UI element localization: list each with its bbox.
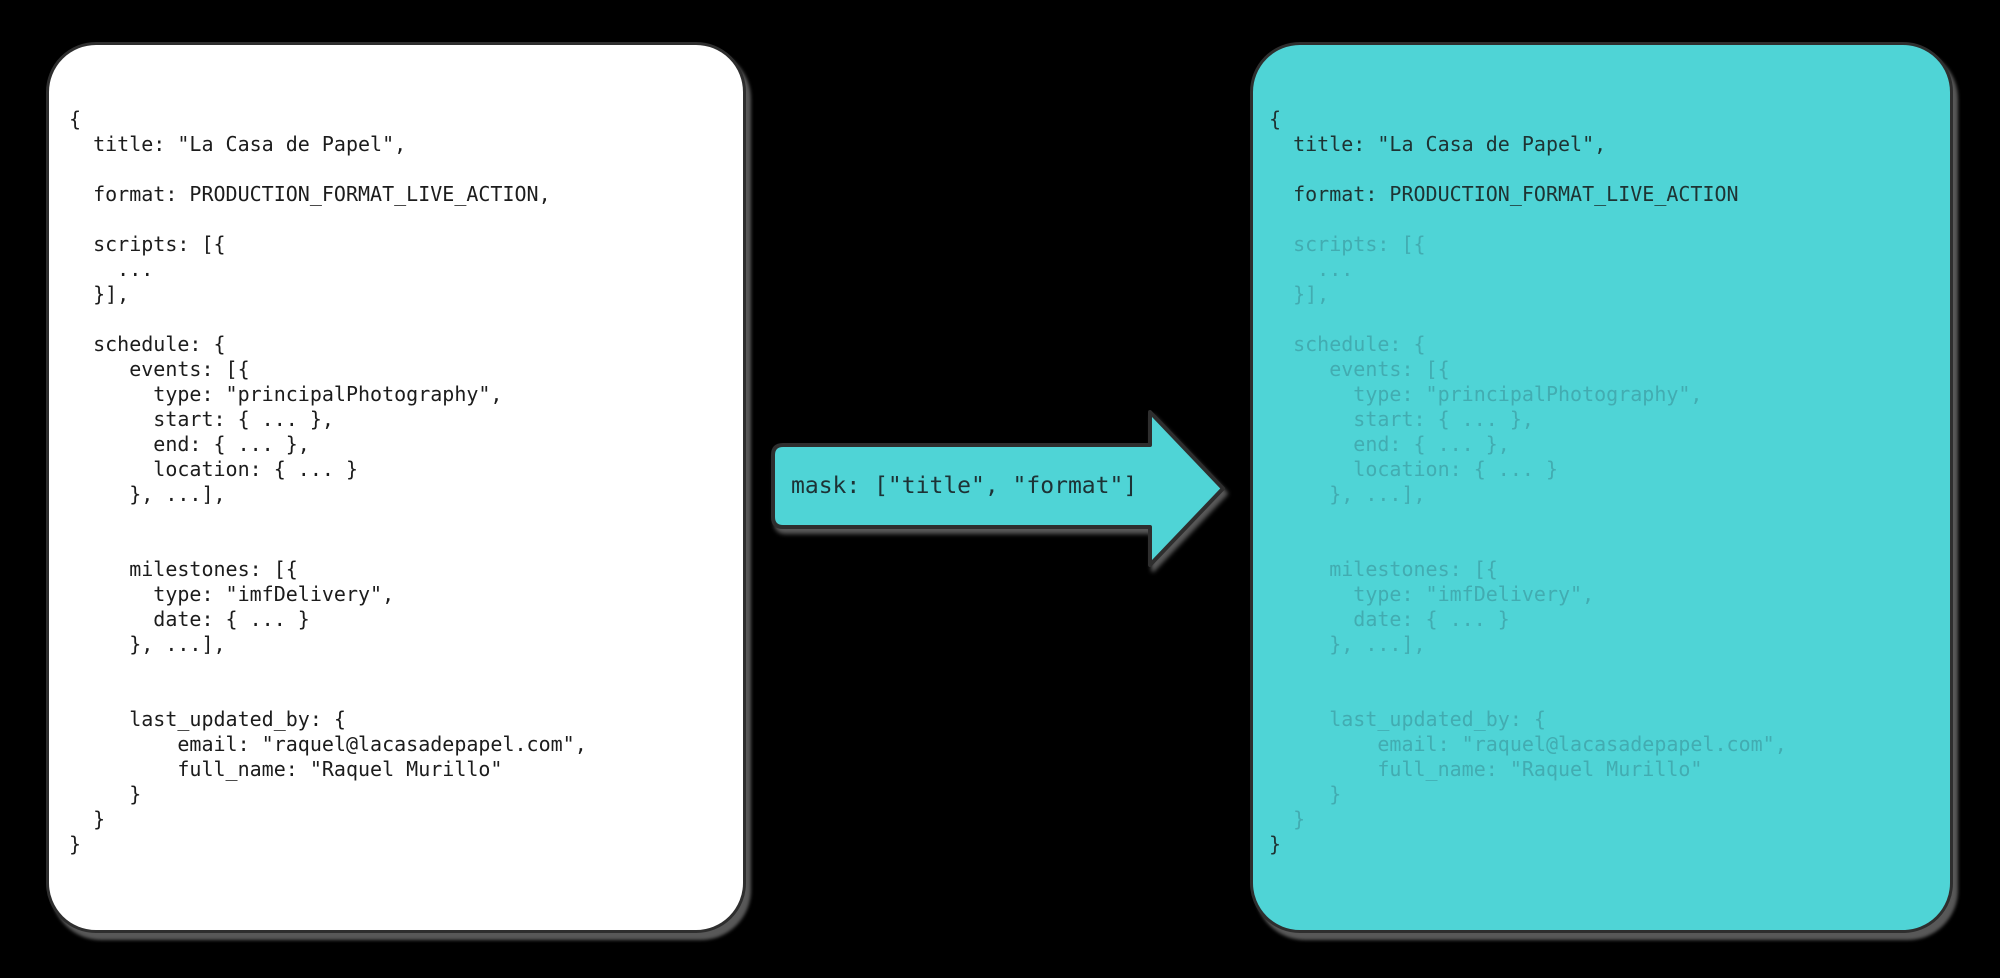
code-line: email: "raquel@lacasadepapel.com", <box>1269 732 1787 756</box>
code-line: { <box>1269 107 1282 131</box>
code-line <box>69 507 729 532</box>
code-line: format: PRODUCTION_FORMAT_LIVE_ACTION <box>1269 182 1739 206</box>
code-line: milestones: [{ <box>69 557 298 581</box>
code-line: full_name: "Raquel Murillo" <box>1269 757 1703 781</box>
code-line: scripts: [{ <box>69 232 226 256</box>
code-line <box>1269 682 1940 707</box>
code-line: format: PRODUCTION_FORMAT_LIVE_ACTION, <box>69 182 551 206</box>
code-line: ... <box>1269 257 1354 281</box>
code-line <box>69 207 729 232</box>
code-line: end: { ... }, <box>1269 432 1510 456</box>
code-line: { <box>69 107 82 131</box>
code-line: type: "imfDelivery", <box>1269 582 1595 606</box>
code-line: full_name: "Raquel Murillo" <box>69 757 503 781</box>
code-line <box>69 682 729 707</box>
code-line: } <box>1269 832 1282 856</box>
code-line: } <box>1269 807 1306 831</box>
original-response-panel: { title: "La Casa de Papel", format: PRO… <box>46 42 746 933</box>
code-line: milestones: [{ <box>1269 557 1498 581</box>
code-line: location: { ... } <box>1269 457 1558 481</box>
code-line: schedule: { <box>69 332 226 356</box>
code-line: ... <box>69 257 154 281</box>
code-line: schedule: { <box>1269 332 1426 356</box>
code-line <box>1269 207 1940 232</box>
code-line <box>1269 657 1940 682</box>
code-line: } <box>69 807 106 831</box>
code-line: start: { ... }, <box>1269 407 1534 431</box>
mask-arrow-label: mask: ["title", "format"] <box>791 473 1138 499</box>
original-response-code: { title: "La Casa de Papel", format: PRO… <box>49 45 743 930</box>
code-line: end: { ... }, <box>69 432 310 456</box>
code-line: }], <box>1269 282 1330 306</box>
code-line: } <box>69 782 142 806</box>
code-line: } <box>1269 782 1342 806</box>
code-line: location: { ... } <box>69 457 358 481</box>
code-line: }, ...], <box>69 632 226 656</box>
code-line <box>1269 532 1940 557</box>
code-line: events: [{ <box>1269 357 1450 381</box>
code-line <box>69 307 729 332</box>
code-line: last_updated_by: { <box>69 707 346 731</box>
code-line: date: { ... } <box>69 607 310 631</box>
code-line <box>69 157 729 182</box>
code-line: date: { ... } <box>1269 607 1510 631</box>
code-line <box>1269 157 1940 182</box>
code-line: type: "principalPhotography", <box>1269 382 1703 406</box>
code-line: }, ...], <box>1269 482 1426 506</box>
code-line: }, ...], <box>1269 632 1426 656</box>
code-line: last_updated_by: { <box>1269 707 1546 731</box>
masked-response-code: { title: "La Casa de Papel", format: PRO… <box>1253 45 1950 930</box>
code-line <box>1269 307 1940 332</box>
code-line: start: { ... }, <box>69 407 334 431</box>
masked-response-panel: { title: "La Casa de Papel", format: PRO… <box>1250 42 1953 933</box>
arrow-right-icon <box>771 410 1225 567</box>
code-line: title: "La Casa de Papel", <box>69 132 407 156</box>
code-line: }], <box>69 282 130 306</box>
code-line: email: "raquel@lacasadepapel.com", <box>69 732 587 756</box>
code-line <box>69 657 729 682</box>
code-line: scripts: [{ <box>1269 232 1426 256</box>
code-line: type: "principalPhotography", <box>69 382 503 406</box>
code-line: events: [{ <box>69 357 250 381</box>
code-line: type: "imfDelivery", <box>69 582 395 606</box>
code-line: } <box>69 832 82 856</box>
arrow-shape <box>771 410 1225 567</box>
code-line: }, ...], <box>69 482 226 506</box>
code-line <box>69 532 729 557</box>
code-line: title: "La Casa de Papel", <box>1269 132 1607 156</box>
mask-arrow: mask: ["title", "format"] <box>765 404 1231 574</box>
code-line <box>1269 507 1940 532</box>
